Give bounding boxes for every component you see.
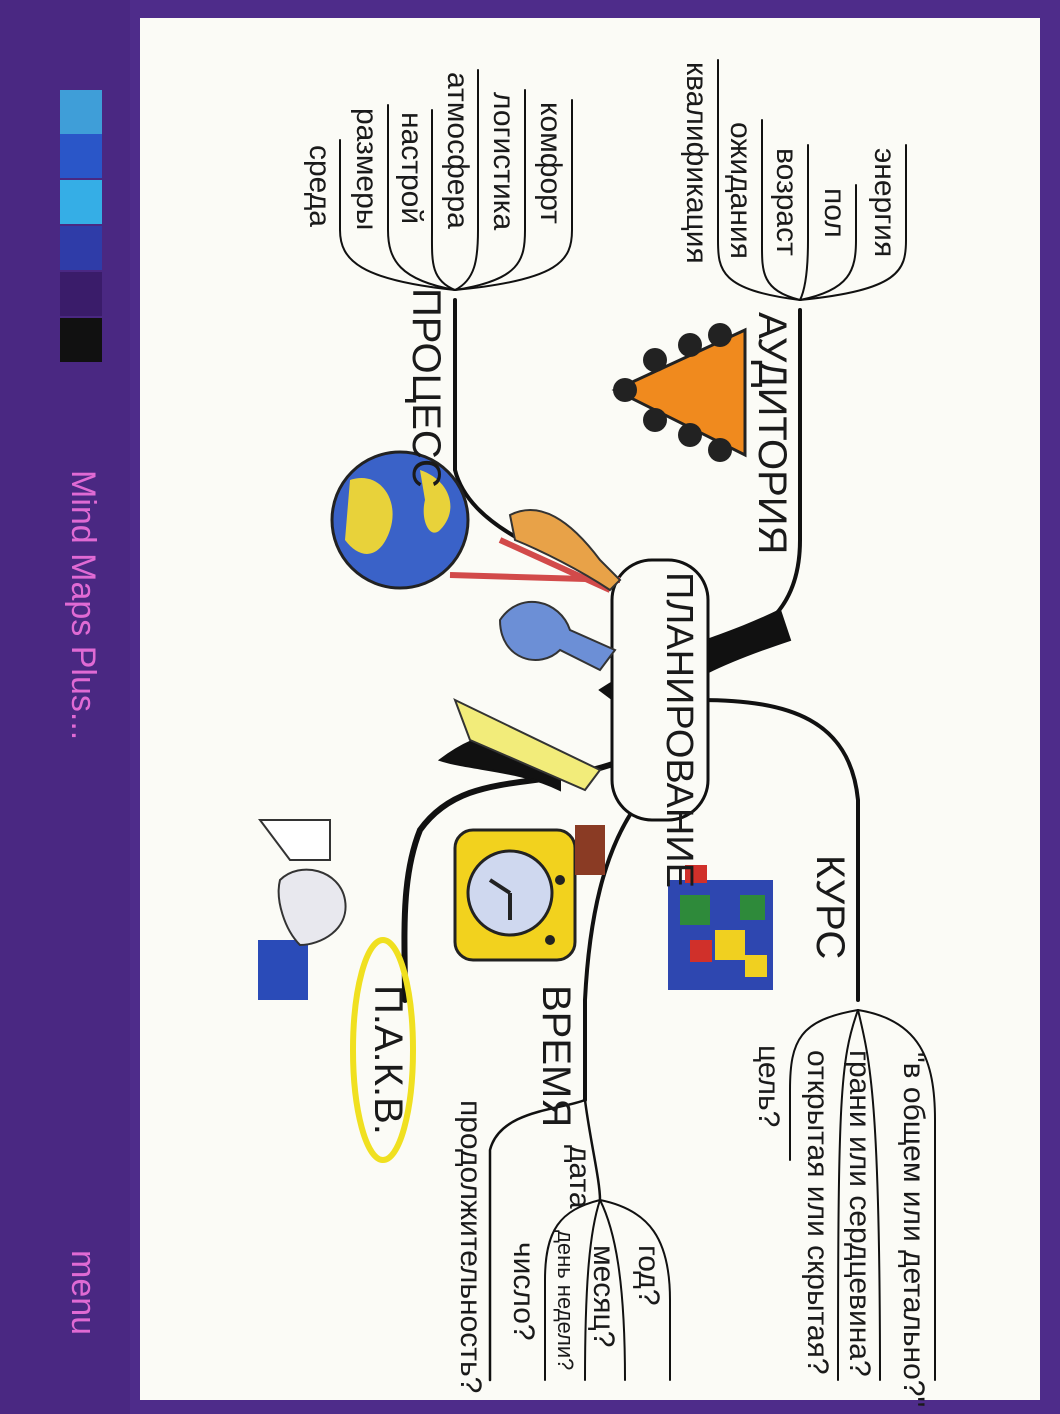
course-item-facets: грани или сердцевина? <box>843 1050 876 1377</box>
color-swatch-black[interactable] <box>60 318 102 362</box>
mindmap-canvas <box>140 18 1040 1400</box>
process-item-sizes: размеры <box>350 108 383 231</box>
center-node-bubble <box>610 558 710 822</box>
time-duration-label: продолжительность? <box>454 1100 487 1394</box>
handshake-icon <box>258 819 347 1000</box>
process-item-logistics: логистика <box>487 92 520 231</box>
color-swatch-royal[interactable] <box>60 134 102 178</box>
color-swatch-cyan[interactable] <box>60 180 102 224</box>
branch-label-audience: АУДИТОРИЯ <box>750 312 794 555</box>
audience-item-expectations: ожидания <box>724 122 757 259</box>
course-item-goal: цель? <box>752 1045 785 1128</box>
course-item-general: "в общем или детально?" <box>897 1052 930 1408</box>
branch-label-course: КУРС <box>808 855 852 960</box>
date-item-weekday: день недели? <box>553 1230 578 1371</box>
audience-item-gender: пол <box>818 188 851 238</box>
globe-icon <box>330 450 470 590</box>
audience-item-qualification: квалификация <box>680 62 713 264</box>
date-item-year: год? <box>632 1245 665 1306</box>
audience-item-energy: энергия <box>868 148 901 258</box>
branch-label-process: ПРОЦЕСС <box>404 288 448 488</box>
color-swatch-blue[interactable] <box>60 226 102 270</box>
crowd-icon <box>611 323 747 462</box>
color-swatch-sky[interactable] <box>60 90 102 134</box>
process-item-atmosphere: атмосфера <box>441 72 474 229</box>
process-item-comfort: комфорт <box>534 102 567 224</box>
date-item-month: месяц? <box>587 1245 620 1348</box>
course-item-open: открытая или скрытая? <box>801 1050 834 1375</box>
audience-item-age: возраст <box>770 148 803 256</box>
time-date-label: дата <box>563 1145 596 1209</box>
center-node-label: ПЛАНИРОВАНИЕ <box>658 572 700 888</box>
tools-icon <box>449 509 622 792</box>
puzzle-icon <box>668 865 773 990</box>
pakv-highlight <box>350 937 416 1163</box>
clock-icon <box>453 825 605 962</box>
branch-line-time <box>583 798 642 1102</box>
sidebar: menu Mind Maps Plus... <box>0 0 130 1414</box>
branch-label-time: ВРЕМЯ <box>534 985 578 1128</box>
process-item-environment: среда <box>303 145 336 227</box>
color-swatch-violet[interactable] <box>60 272 102 316</box>
date-item-day: число? <box>507 1242 540 1341</box>
branch-label-pakv: П.А.К.В. <box>366 985 410 1135</box>
process-item-mood: настрой <box>395 112 428 225</box>
branch-line-course <box>698 698 860 1002</box>
